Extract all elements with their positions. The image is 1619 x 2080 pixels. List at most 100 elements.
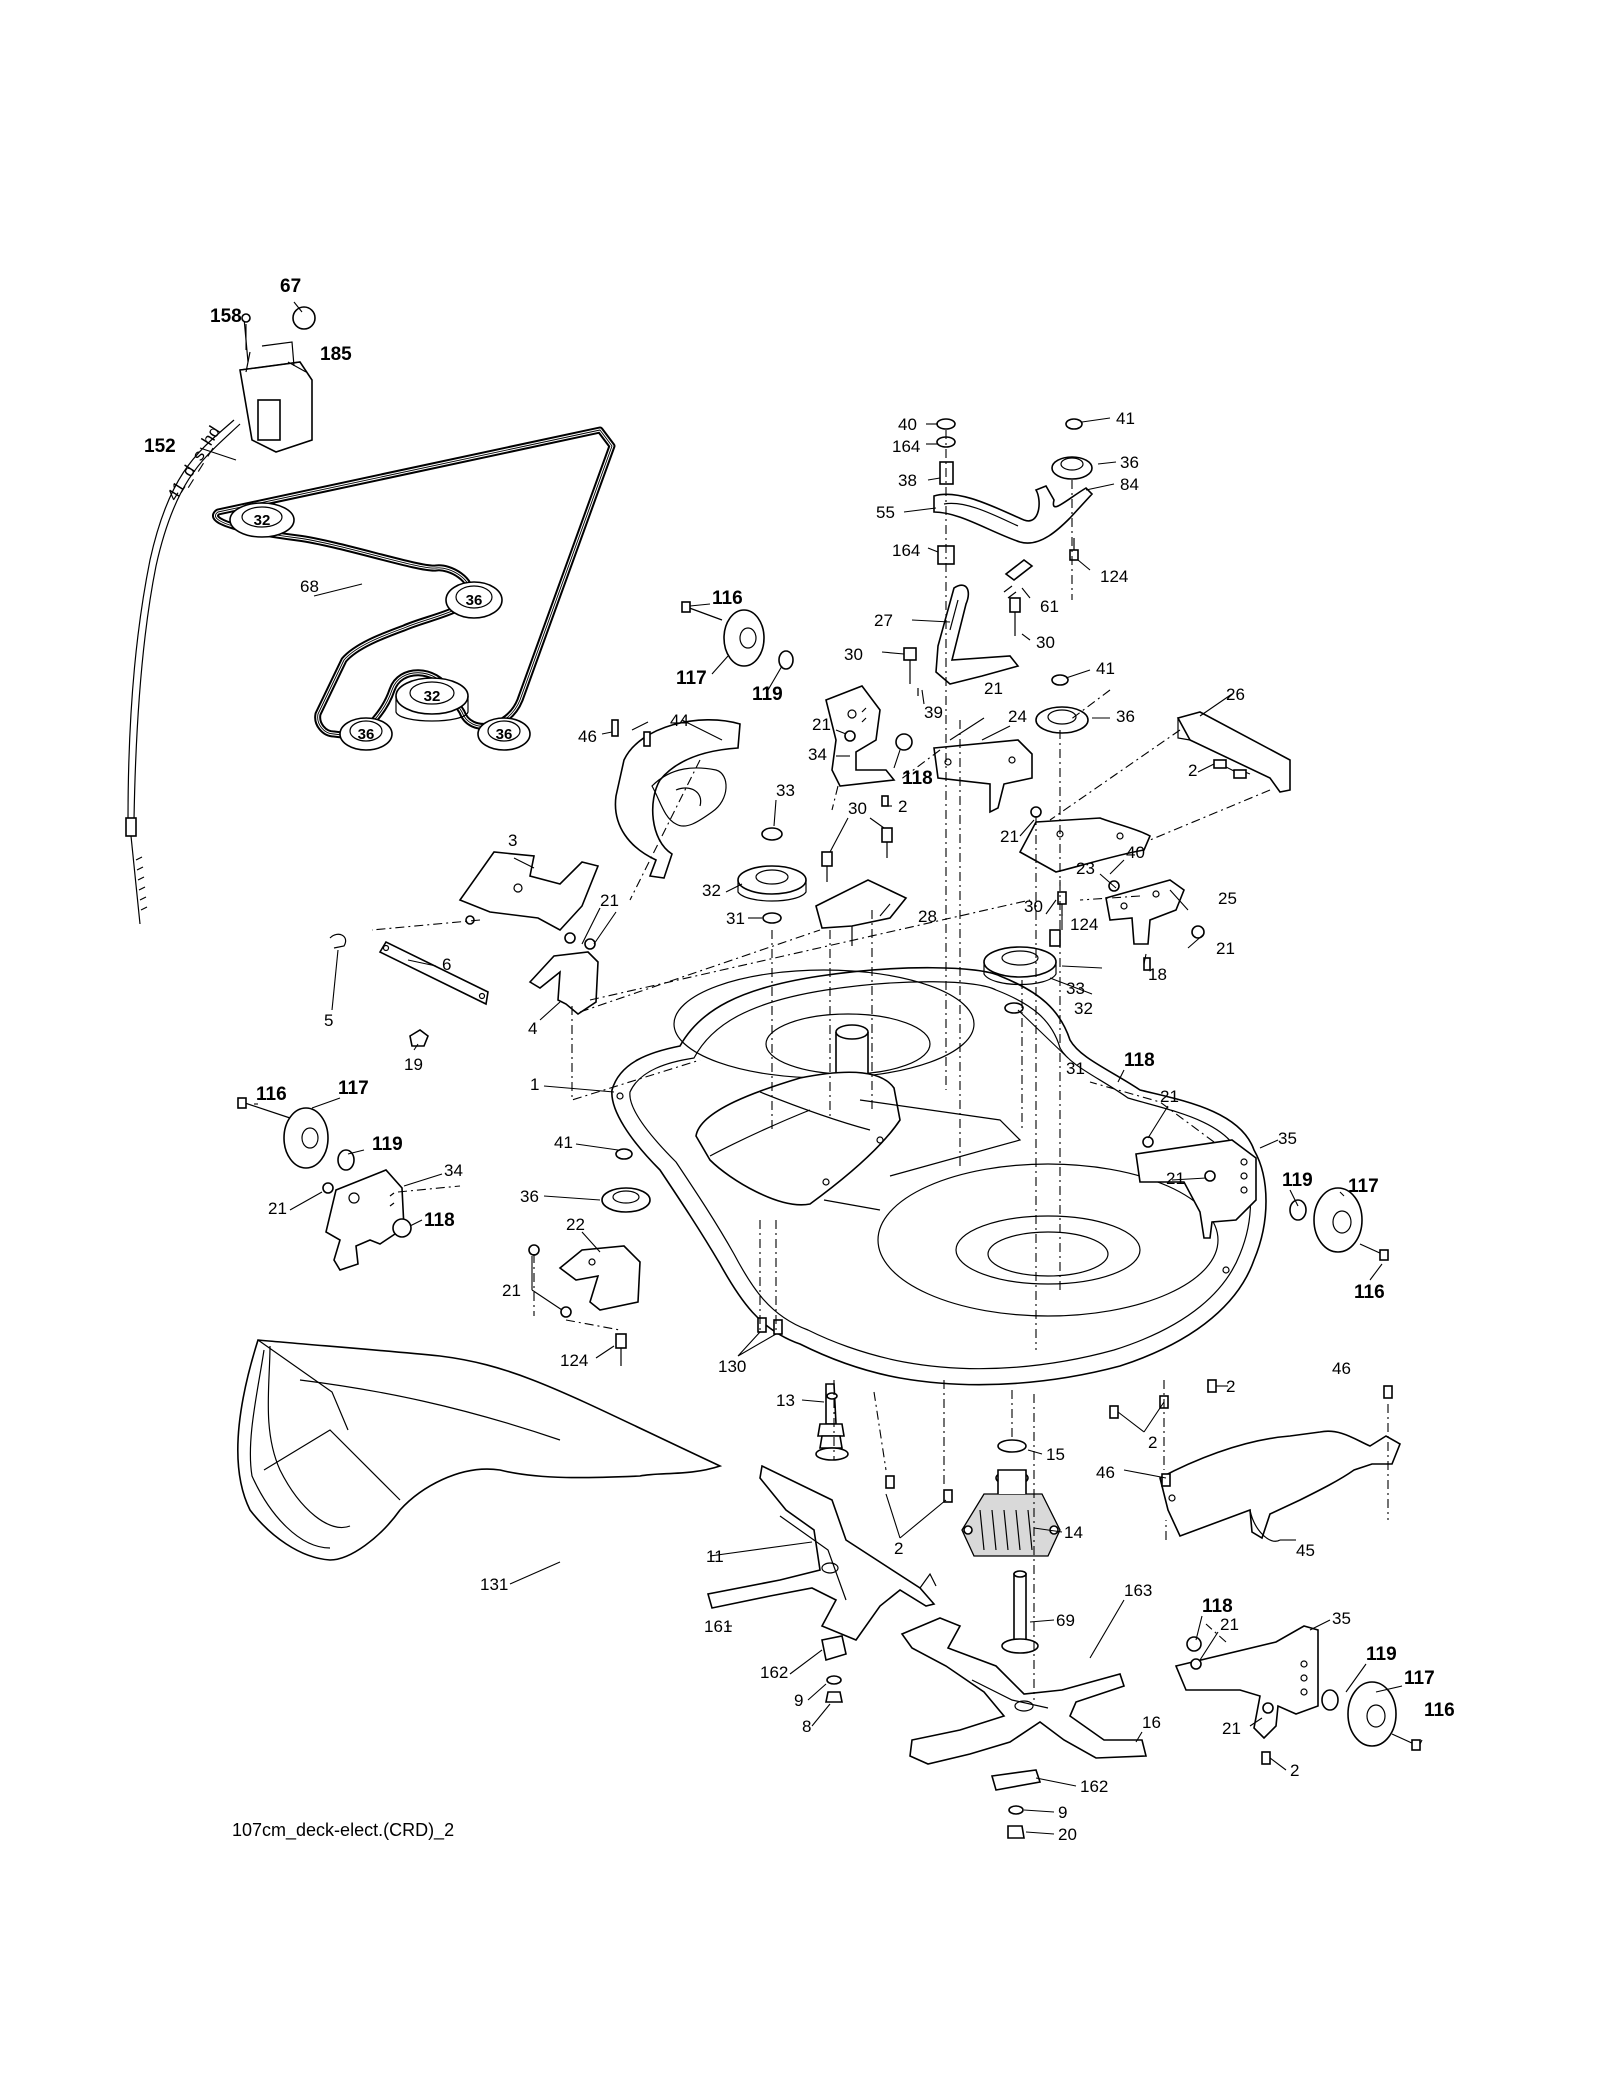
callout-40: 40	[1126, 843, 1145, 862]
callout-41: 41	[1096, 659, 1115, 678]
bracket-34-top	[825, 685, 913, 807]
callout-117: 117	[1404, 1668, 1435, 1689]
callout-25: 25	[1218, 889, 1237, 908]
svg-text:36: 36	[466, 592, 483, 609]
svg-text:36: 36	[496, 726, 513, 743]
callout-19: 19	[404, 1055, 423, 1074]
callout-124: 124	[1100, 567, 1128, 586]
spindle-housing-14	[961, 1439, 1061, 1557]
callout-46: 46	[1332, 1359, 1351, 1378]
callout-30: 30	[844, 645, 863, 664]
callout-labels: 67 158 185 152 68 40 164 38 55 164 41 36…	[144, 276, 1455, 1844]
bracket-28	[815, 879, 908, 946]
callout-15: 15	[1046, 1445, 1065, 1464]
callout-9: 9	[1058, 1803, 1067, 1822]
bracket-24	[933, 739, 1033, 814]
callout-116: 116	[712, 588, 743, 609]
callout-35: 35	[1332, 1609, 1351, 1628]
callout-21: 21	[268, 1199, 287, 1218]
callout-4: 4	[528, 1019, 537, 1038]
diagram-caption: 107cm_deck-elect.(CRD)_2	[232, 1820, 454, 1841]
callout-117: 117	[338, 1078, 369, 1099]
belt-pulley-3: 32	[395, 677, 469, 722]
callout-33: 33	[776, 781, 795, 800]
callout-21: 21	[1222, 1719, 1241, 1738]
callout-31: 31	[1066, 1059, 1085, 1078]
belt-pulley-1: 32	[229, 502, 295, 538]
callout-23: 23	[1076, 859, 1095, 878]
bolts-30-left	[821, 827, 893, 882]
callout-2: 2	[1226, 1377, 1235, 1396]
callout-2: 2	[898, 797, 907, 816]
callout-158: 158	[210, 306, 242, 327]
bracket-3	[458, 851, 600, 932]
callout-36: 36	[520, 1187, 539, 1206]
callout-124: 124	[560, 1351, 588, 1370]
control-cable: 41_d_s_hd	[125, 419, 241, 925]
bracket-35-bottom	[1174, 1625, 1421, 1765]
callout-117: 117	[1348, 1176, 1379, 1197]
callout-30: 30	[848, 799, 867, 818]
callout-185: 185	[320, 344, 352, 365]
blade-11	[706, 1464, 937, 1641]
deck-bolts-lower	[757, 1317, 1217, 1503]
belt-pulleys: 32 36 32 36 36	[229, 502, 531, 751]
callout-30: 30	[1024, 897, 1043, 916]
callout-162: 162	[760, 1663, 788, 1682]
callout-5: 5	[324, 1011, 333, 1030]
callout-32: 32	[1074, 999, 1093, 1018]
gauge-wheel-top	[681, 601, 794, 670]
callout-117: 117	[676, 668, 707, 689]
callout-21: 21	[502, 1281, 521, 1300]
callout-2: 2	[1290, 1761, 1299, 1780]
callout-44: 44	[670, 711, 689, 730]
callout-131: 131	[480, 1575, 508, 1594]
callout-84: 84	[1120, 475, 1139, 494]
callout-11: 11	[706, 1547, 724, 1566]
callout-21: 21	[812, 715, 831, 734]
callout-33: 33	[1066, 979, 1085, 998]
callout-61: 61	[1040, 597, 1059, 616]
callout-30: 30	[1036, 633, 1055, 652]
spindle-69	[1001, 1570, 1039, 1654]
callout-41: 41	[1116, 409, 1135, 428]
callout-27: 27	[874, 611, 893, 630]
callout-8: 8	[802, 1717, 811, 1736]
callout-46: 46	[578, 727, 597, 746]
callout-21: 21	[1000, 827, 1019, 846]
callout-41: 41	[554, 1133, 573, 1152]
callout-39: 39	[924, 703, 943, 722]
callout-67: 67	[280, 276, 301, 297]
svg-text:32: 32	[254, 512, 271, 529]
bracket-34-left	[322, 1169, 412, 1271]
cover-44	[611, 718, 741, 879]
belt-pulley-2: 36	[445, 581, 503, 619]
callout-36: 36	[1116, 707, 1135, 726]
idler-arm-stack	[903, 418, 1094, 696]
callout-119: 119	[1366, 1644, 1397, 1665]
bracket-22	[528, 1244, 641, 1366]
callout-119: 119	[752, 684, 783, 705]
callout-116: 116	[256, 1084, 287, 1105]
callout-21: 21	[600, 891, 619, 910]
callout-40: 40	[898, 415, 917, 434]
wheel-left-middle	[237, 1097, 355, 1171]
callout-118: 118	[424, 1210, 455, 1231]
callout-55: 55	[876, 503, 895, 522]
svg-text:36: 36	[358, 726, 375, 743]
callout-34: 34	[444, 1161, 463, 1180]
belt-pulley-4: 36	[339, 717, 393, 751]
callout-46: 46	[1096, 1463, 1115, 1482]
blade-16	[900, 1617, 1148, 1765]
pulley-36-left-deck	[601, 1148, 651, 1213]
callout-9: 9	[794, 1691, 803, 1710]
callout-1: 1	[530, 1075, 539, 1094]
bracket-35-right	[1135, 1136, 1389, 1261]
bracket-26	[1176, 711, 1291, 793]
callout-69: 69	[1056, 1611, 1075, 1630]
callout-116: 116	[1354, 1282, 1385, 1303]
callout-24: 24	[1008, 707, 1027, 726]
nut-19	[409, 1029, 429, 1047]
callout-152: 152	[144, 436, 176, 457]
